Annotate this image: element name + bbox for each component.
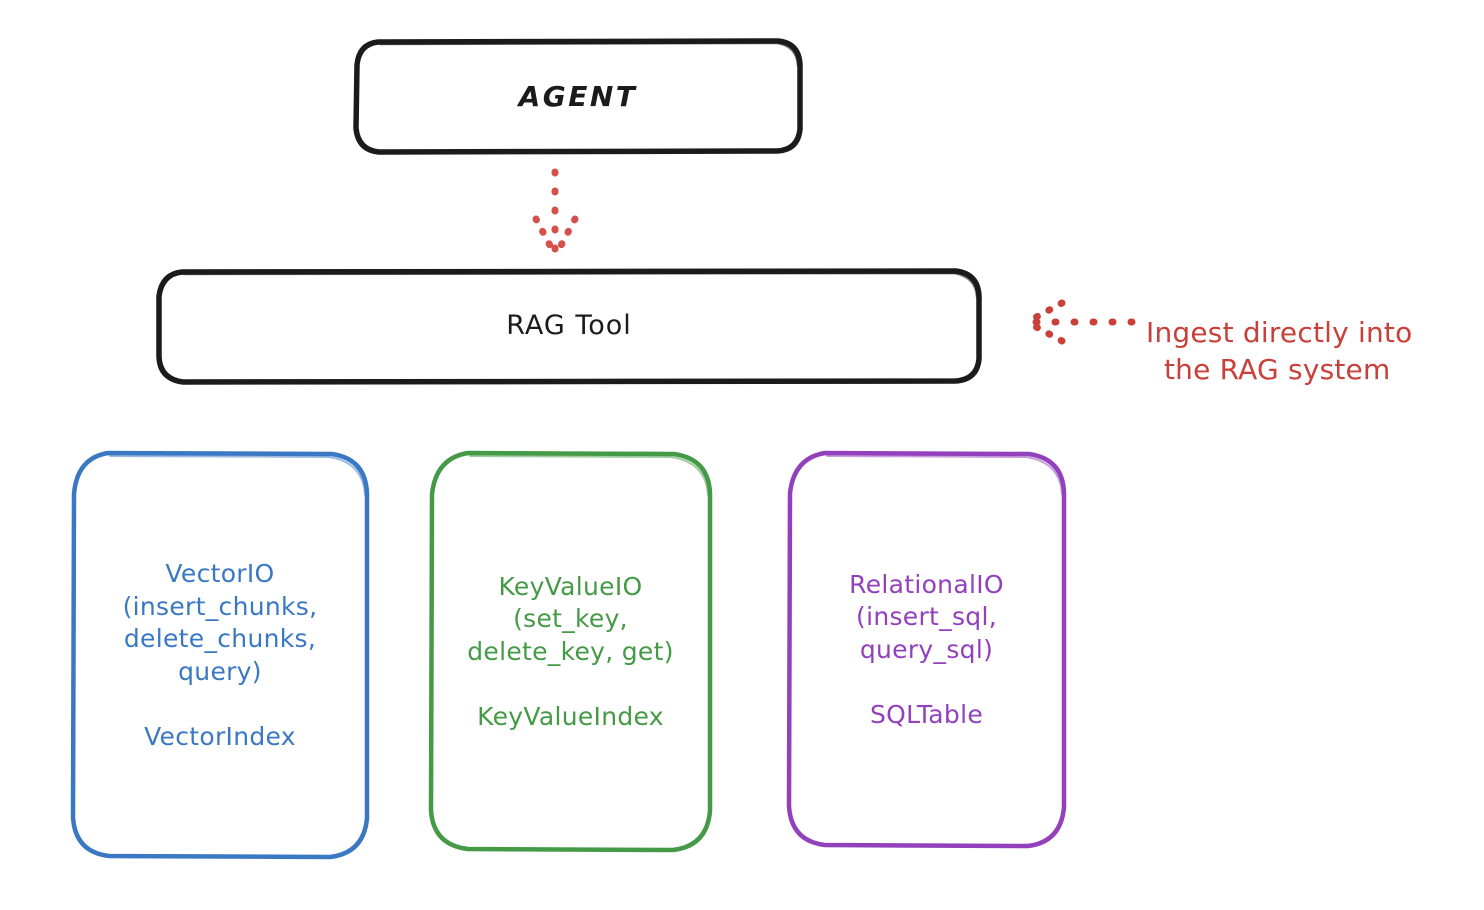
- key-value-io-label: KeyValueIO (set_key, delete_key, get) Ke…: [467, 571, 674, 731]
- agent-to-rag-tool-arrow: [532, 168, 579, 257]
- agent-label: AGENT: [518, 79, 638, 113]
- ingest-annotation-line2: the RAG system: [1164, 352, 1391, 386]
- node-rag-tool[interactable]: RAG Tool: [156, 269, 982, 384]
- ingest-annotation-line1: Ingest directly into: [1146, 315, 1413, 349]
- node-vector-io[interactable]: VectorIO (insert_chunks, delete_chunks, …: [70, 450, 370, 861]
- node-agent[interactable]: AGENT: [354, 39, 802, 154]
- vector-io-label: VectorIO (insert_chunks, delete_chunks, …: [122, 559, 318, 751]
- node-relational-io[interactable]: RelationalIO (insert_sql, query_sql) SQL…: [786, 450, 1067, 850]
- rag-tool-label: RAG Tool: [506, 310, 632, 342]
- ingest-to-rag-tool-arrow: [1025, 299, 1136, 345]
- ingest-annotation: Ingest directly into the RAG system: [1146, 278, 1476, 426]
- relational-io-label: RelationalIO (insert_sql, query_sql) SQL…: [849, 569, 1004, 729]
- node-key-value-io[interactable]: KeyValueIO (set_key, delete_key, get) Ke…: [428, 450, 713, 854]
